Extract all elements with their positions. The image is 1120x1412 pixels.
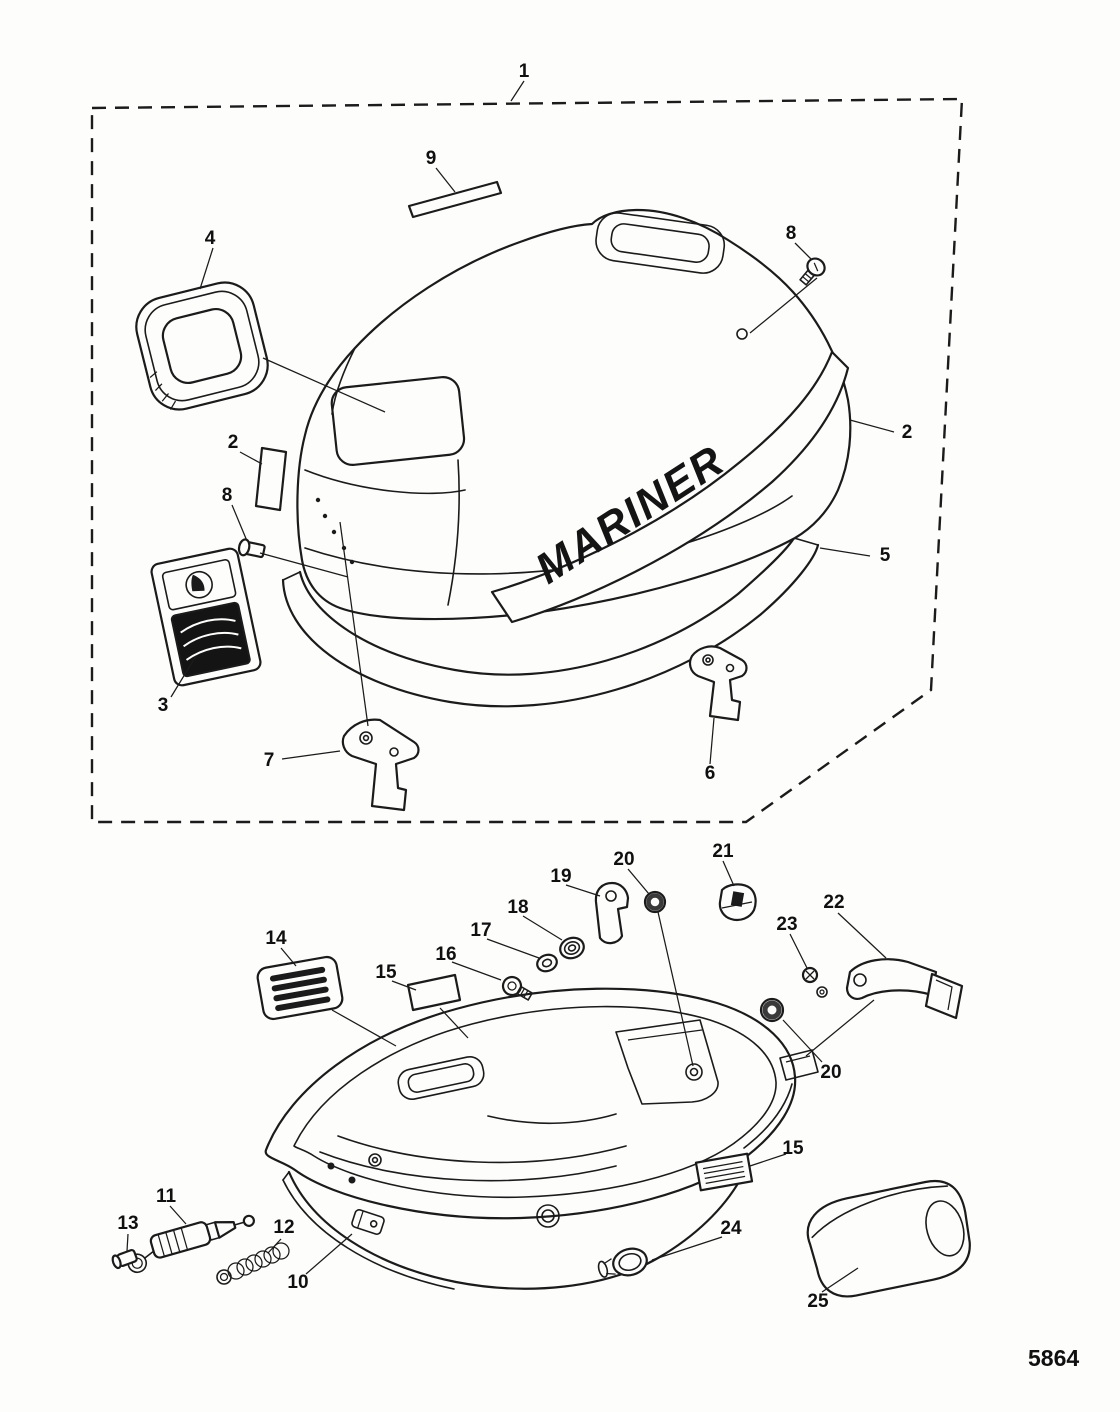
callout-20-right: 20	[820, 1062, 841, 1083]
callout-19: 19	[550, 866, 571, 887]
callout-22: 22	[823, 892, 844, 913]
part-16-screw	[501, 975, 533, 1001]
figure-number: 5864	[1028, 1345, 1079, 1371]
callout-13: 13	[117, 1213, 138, 1234]
callout-15-left: 15	[375, 962, 397, 983]
emblem-dark-field	[170, 601, 251, 678]
part-23-screw-washer	[801, 966, 828, 998]
assembly-boundary-box	[90, 97, 964, 824]
part-14-vent-grille	[256, 955, 344, 1021]
callout-20-top: 20	[613, 849, 634, 870]
callout-2-left: 2	[228, 432, 239, 453]
callout-11: 11	[156, 1186, 177, 1207]
callout-17: 17	[470, 920, 491, 941]
callout-2-right: 2	[902, 422, 913, 443]
callout-21: 21	[712, 841, 734, 862]
callout-10: 10	[287, 1272, 308, 1293]
part-8-screw-top	[799, 257, 826, 286]
callout-5: 5	[880, 545, 891, 566]
part-20-grommet-top	[643, 890, 667, 914]
callout-4: 4	[205, 228, 216, 249]
callout-16: 16	[435, 944, 456, 965]
leader-lines	[126, 80, 895, 1293]
callout-8-top: 8	[786, 223, 797, 244]
part-12-coil-spring	[216, 1242, 290, 1285]
rear-mount-tray	[615, 1019, 719, 1105]
part-18-grommet	[559, 936, 585, 960]
part-4-seal-ring	[135, 281, 269, 411]
part-19-bracket	[594, 881, 630, 945]
callout-1: 1	[519, 61, 530, 82]
callout-9: 9	[426, 148, 437, 169]
rear-latch-hole	[736, 328, 748, 340]
callout-14: 14	[265, 928, 287, 949]
front-window-opening	[330, 376, 466, 466]
part-24-plug	[597, 1247, 648, 1278]
part-5-cowl-rim	[281, 536, 820, 708]
handle-recess	[595, 212, 726, 274]
callout-8-left: 8	[222, 485, 233, 506]
part-17-washer	[536, 953, 558, 973]
rear-tab	[779, 1049, 819, 1081]
part-21-clip	[718, 883, 757, 922]
part-22-lever	[845, 958, 964, 1020]
emblem-logo-circle	[185, 570, 213, 599]
part-3-front-emblem	[150, 547, 262, 687]
callout-18: 18	[507, 897, 528, 918]
part-25-tool-pouch	[806, 1179, 971, 1298]
callout-25: 25	[807, 1291, 829, 1312]
part-11-lanyard-connector	[127, 1214, 255, 1274]
front-latch	[351, 1209, 385, 1235]
part-8-screw-left	[237, 538, 266, 559]
callout-7: 7	[264, 750, 275, 771]
callouts: 1 9 4 8 2 2 8 5 3 7 6 14 15 16 17 18 19 …	[117, 61, 912, 1312]
callout-3: 3	[158, 695, 169, 716]
callout-23: 23	[776, 914, 797, 935]
part-9-decal-strip	[407, 180, 503, 219]
part-15-decal-right	[694, 1152, 754, 1192]
part-7-bracket	[341, 718, 420, 812]
callout-12: 12	[273, 1217, 294, 1238]
part-6-bracket	[688, 645, 748, 722]
callout-15-right: 15	[782, 1138, 804, 1159]
part-15-decal-left	[406, 973, 462, 1012]
part-20-grommet-bottom	[759, 997, 785, 1023]
plug-hole	[536, 1204, 560, 1228]
bottom-cowl	[264, 987, 819, 1290]
part-2-front-strip	[254, 446, 288, 512]
callout-24: 24	[720, 1218, 742, 1239]
part-13-cap	[111, 1249, 138, 1270]
callout-6: 6	[705, 763, 716, 784]
carry-handle-slot	[397, 1056, 485, 1100]
